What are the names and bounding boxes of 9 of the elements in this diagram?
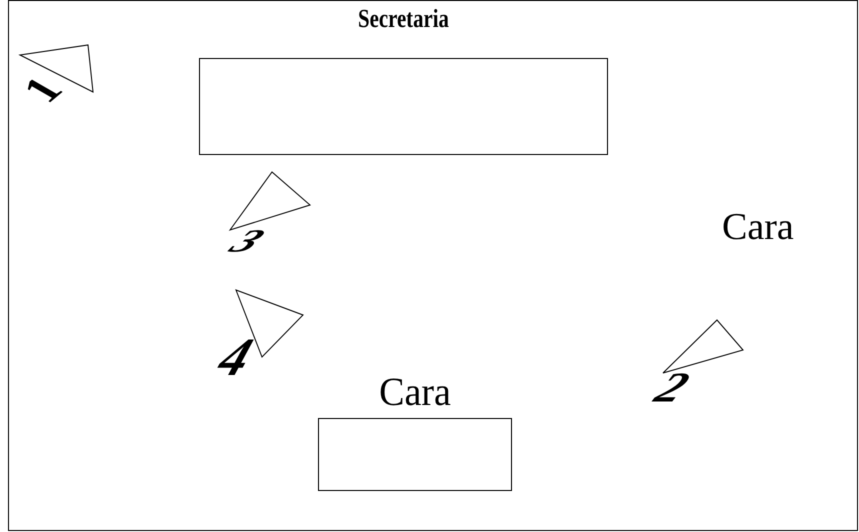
room-label: Secretaria bbox=[357, 6, 450, 32]
position-number: 2 bbox=[648, 366, 697, 408]
room-box bbox=[199, 58, 608, 155]
position-number: 1 bbox=[14, 71, 72, 109]
position-number: 4 bbox=[212, 330, 259, 384]
room-box bbox=[318, 418, 512, 491]
area-label: Cara bbox=[722, 208, 794, 246]
position-number: 3 bbox=[222, 224, 272, 258]
room-label: Cara bbox=[378, 372, 452, 412]
